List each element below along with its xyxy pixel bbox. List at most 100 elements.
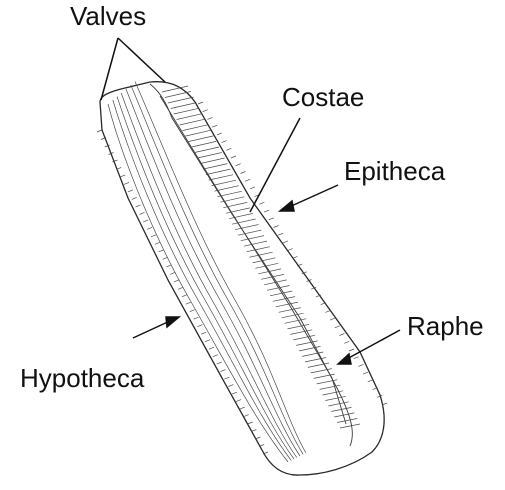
costa-stroke (234, 224, 259, 231)
edge-tick (230, 155, 237, 159)
costa-stroke (261, 274, 284, 280)
edge-tick (154, 241, 161, 245)
edge-tick (224, 376, 230, 380)
edge-tick (108, 152, 114, 155)
edge-tick (235, 163, 241, 167)
hypotheca-arrowhead (165, 316, 182, 329)
edge-tick (377, 394, 383, 398)
costa-stroke (269, 290, 293, 297)
edge-tick (282, 240, 289, 244)
edge-tick (197, 324, 203, 328)
edge-tick (381, 402, 388, 406)
edge-tick (263, 209, 270, 213)
costae-label: Costae (282, 82, 364, 112)
edge-tick (287, 248, 293, 251)
edge-tick (296, 263, 303, 267)
costa-stroke (255, 262, 279, 269)
edge-tick (315, 294, 322, 298)
epitheca-label: Epitheca (344, 156, 446, 186)
edge-tick (116, 167, 122, 170)
costa-stroke (202, 163, 228, 170)
costa-stroke (179, 118, 205, 126)
valves-pointer-left (100, 37, 119, 101)
raphe-label: Raphe (407, 311, 484, 341)
edge-tick (193, 316, 199, 320)
edge-tick (221, 140, 227, 143)
edge-tick (166, 264, 172, 268)
costa-stroke (164, 91, 191, 98)
costa-stroke (220, 196, 245, 203)
costa-stroke (328, 401, 349, 407)
edge-tick (240, 171, 246, 174)
costa-stroke (316, 379, 338, 385)
edge-tick (235, 399, 242, 402)
raphe-line (159, 95, 347, 425)
edge-tick (367, 379, 373, 383)
costa-stroke (231, 218, 256, 225)
costa-stroke (217, 190, 242, 198)
costa-stroke (167, 96, 194, 104)
costa-stroke (275, 301, 299, 308)
edge-tick (228, 384, 234, 387)
costa-stroke (278, 307, 301, 313)
edge-tick (239, 406, 245, 410)
edge-tick (339, 333, 345, 336)
girdle-band-line (120, 92, 298, 458)
costa-stroke (284, 318, 307, 324)
edge-tick (273, 225, 279, 228)
epitheca-boundary (149, 83, 353, 447)
costa-stroke (337, 418, 358, 423)
valves-label: Valves (70, 1, 146, 31)
costa-stroke (176, 113, 203, 120)
edge-tick (201, 331, 207, 335)
costa-stroke (252, 257, 276, 264)
costae-striations (161, 85, 361, 429)
costa-stroke (290, 329, 313, 335)
edge-tick (226, 147, 232, 151)
costa-stroke (161, 85, 189, 93)
edge-tick (243, 414, 249, 417)
epitheca-pointer (286, 184, 339, 209)
edge-tick (301, 271, 307, 275)
edge-tick (358, 364, 364, 367)
edge-tick (348, 348, 355, 352)
edge-tick (231, 391, 238, 395)
edge-tick (158, 249, 164, 253)
costa-stroke (331, 407, 352, 412)
costa-stroke (173, 107, 200, 115)
edge-tick (216, 361, 222, 365)
edge-tick (259, 201, 265, 205)
edge-tick (353, 356, 359, 360)
hypotheca-pointer (132, 319, 173, 339)
girdle-band-line (107, 103, 289, 463)
edge-tick (112, 159, 118, 163)
costa-stroke (223, 202, 248, 209)
edge-tick (135, 204, 141, 208)
girdle-band-line (134, 81, 307, 454)
edge-tick (325, 310, 331, 313)
edge-tick (181, 294, 188, 298)
costa-stroke (229, 213, 253, 220)
costa-stroke (194, 146, 220, 153)
edge-tick (247, 421, 253, 425)
edge-tick (204, 339, 211, 343)
edge-tick (220, 369, 226, 372)
edge-tick (245, 178, 251, 182)
costa-stroke (339, 423, 361, 429)
girdle-band-line (112, 99, 292, 461)
edge-tick (150, 234, 157, 238)
costa-stroke (299, 346, 321, 352)
edge-tick (344, 340, 350, 344)
edge-tick (143, 219, 149, 223)
edge-tick (306, 279, 312, 282)
costa-stroke (243, 240, 268, 247)
costa-stroke (208, 174, 234, 181)
costa-stroke (214, 185, 239, 192)
epitheca-arrowhead (277, 199, 295, 212)
costa-stroke (258, 268, 282, 275)
edge-tick (207, 117, 213, 120)
costa-stroke (310, 368, 332, 374)
edge-tick (185, 301, 191, 305)
costa-stroke (266, 285, 290, 291)
